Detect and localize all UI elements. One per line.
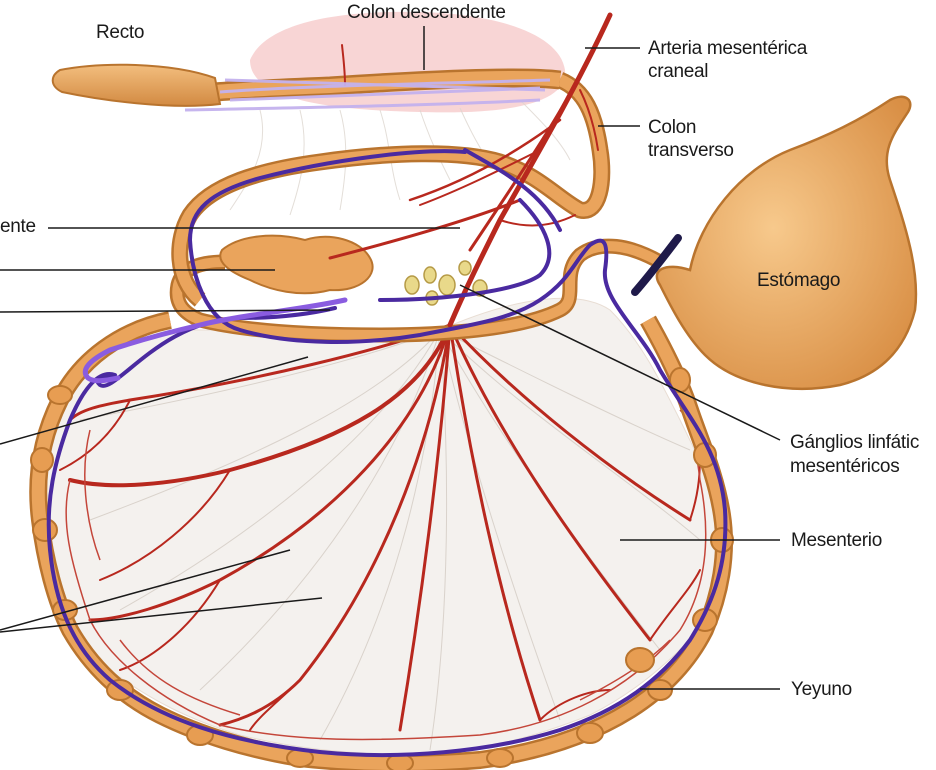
label-ganglios-line1: Gánglios linfátic bbox=[790, 432, 920, 453]
leader-left-5b bbox=[0, 597, 323, 633]
stomach bbox=[655, 95, 918, 390]
annotation-outline-purple bbox=[46, 148, 728, 758]
cecum bbox=[219, 234, 374, 295]
annotation-dark-mark bbox=[631, 234, 682, 296]
leader-left-5a bbox=[0, 549, 291, 631]
jejunum-folds bbox=[30, 367, 734, 770]
mesentery-fibers bbox=[79, 329, 701, 751]
annotation-lilac-scribble bbox=[184, 78, 551, 112]
mesenteric-arteries bbox=[59, 323, 701, 732]
arteria-mesenterica-craneal bbox=[328, 12, 613, 328]
leader-ganglios bbox=[459, 284, 781, 441]
label-arteria-mesenterica-line1: Arteria mesentérica bbox=[648, 38, 808, 59]
label-colon-transverso-line1: Colon bbox=[648, 117, 697, 138]
label-ganglios-line2: mesentéricos bbox=[790, 456, 900, 477]
jejunum-fill bbox=[31, 313, 731, 770]
leader-left-4 bbox=[0, 356, 309, 445]
arcade-vessels bbox=[65, 409, 707, 741]
recto bbox=[51, 63, 222, 107]
label-mesenterio: Mesenterio bbox=[791, 530, 882, 551]
leader-lines bbox=[0, 26, 781, 690]
annotation-violet-stroke bbox=[82, 297, 348, 384]
label-estomago: Estómago bbox=[757, 270, 841, 291]
label-colon-descendente: Colon descendente bbox=[347, 2, 506, 23]
leader-left-3 bbox=[0, 309, 331, 313]
label-recto: Recto bbox=[96, 22, 145, 43]
label-yeyuno: Yeyuno bbox=[791, 679, 852, 700]
label-arteria-mesenterica-line2: craneal bbox=[648, 61, 709, 82]
label-ente-fragment: ente bbox=[0, 216, 36, 237]
label-colon-transverso-line2: transverso bbox=[648, 140, 734, 161]
